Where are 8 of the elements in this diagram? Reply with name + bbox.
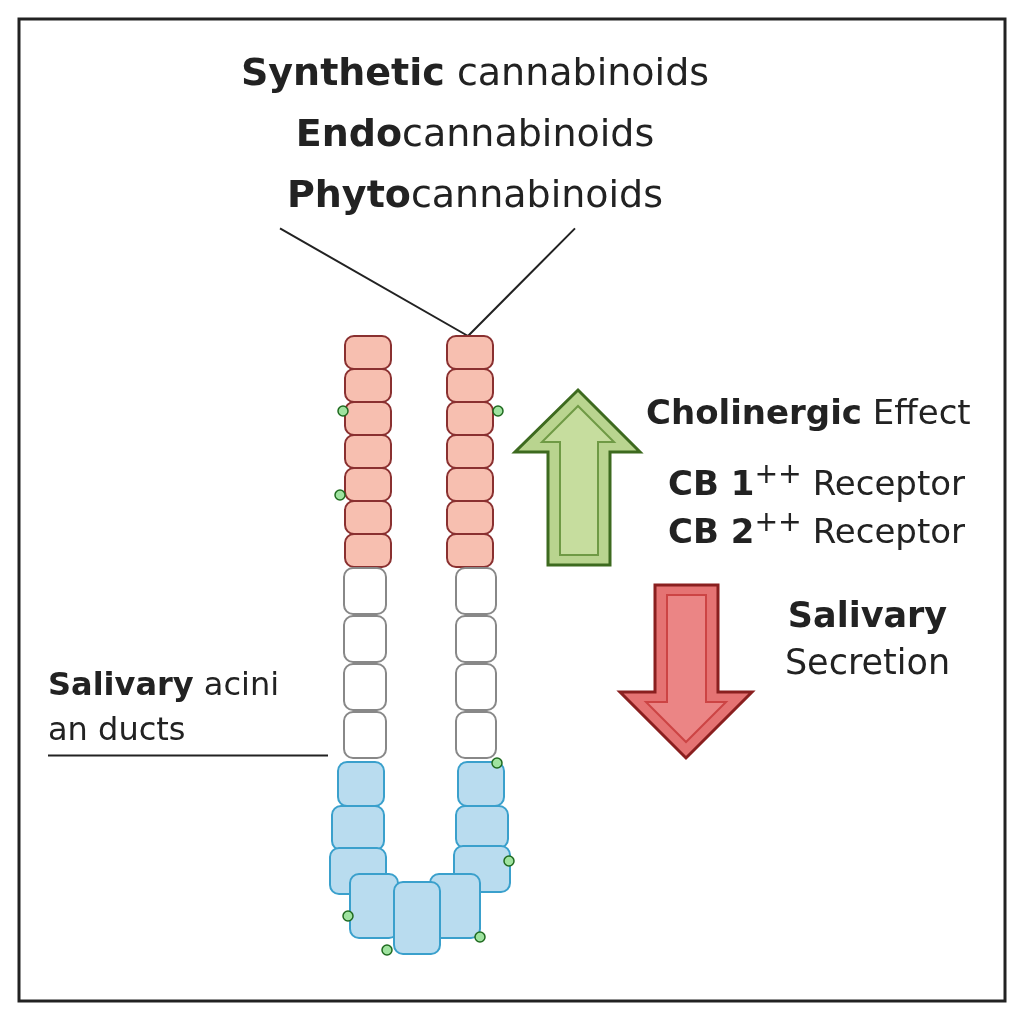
label-text: Salivary acini an ducts bbox=[48, 662, 310, 752]
label-text: CB 2$^{++}$ Receptor bbox=[668, 504, 966, 554]
label-text: Cholinergic Effect bbox=[646, 391, 972, 434]
leader-line bbox=[47, 754, 329, 757]
label-text: CB 1$^{++}$ Receptor bbox=[668, 456, 966, 506]
label-text: Salivary Secretion bbox=[783, 594, 952, 685]
label-text: Synthetic cannabinoids Endocannabinoids Phytocannabinoids bbox=[160, 42, 790, 225]
leader-line bbox=[279, 227, 576, 337]
